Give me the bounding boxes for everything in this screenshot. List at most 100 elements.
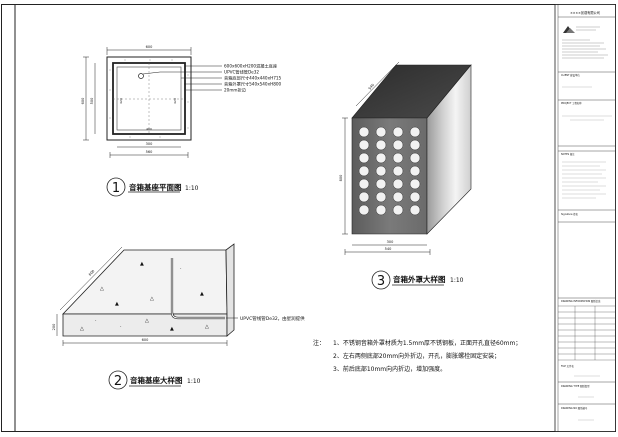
sheet-border [1, 4, 616, 432]
cover-hole [392, 139, 404, 151]
svg-text:·: · [95, 318, 97, 324]
tb-notes-lines [562, 161, 606, 199]
cover-hole [375, 126, 387, 138]
project-label: PROJECT 工程名称 [561, 101, 582, 105]
plan-dim-inner-mid: 420 [119, 98, 123, 104]
cover-title: 音箱外罩大样图 [393, 274, 446, 284]
cover-scale: 1:10 [450, 277, 464, 284]
iso-title-number: 2 [114, 374, 122, 389]
notes-label: NOTES 备注 [561, 152, 575, 156]
cover-hole [409, 204, 421, 216]
iso-right-face [225, 243, 235, 337]
cover-hole [358, 204, 370, 216]
cover-holes [358, 126, 421, 216]
cover-hole [409, 191, 421, 203]
plan-callout-5: 20mm折边 [224, 87, 247, 94]
drawing-info-grid [558, 305, 615, 361]
notes-prefix: 注： [313, 339, 325, 347]
cover-view: 540 800 300 540 3 音箱外罩大样图 1:10 [339, 61, 472, 290]
firm-name: ××××景观有限公司 [570, 10, 600, 15]
iso-pipe-label: UPVC管线管De32，由星润提供 [240, 315, 305, 322]
plan-callout-2: UPVC管线管De32 [224, 69, 259, 76]
cover-title-number: 3 [377, 274, 385, 289]
notes-block: 注： 1、不锈钢音箱外罩材质为1.5mm厚不锈钢板，正面开孔直径60mm； 2、… [313, 339, 521, 373]
cover-hole [375, 152, 387, 164]
iso-scale: 1:10 [187, 378, 201, 385]
svg-text:▲: ▲ [170, 326, 174, 332]
cover-hole [358, 191, 370, 203]
cover-hole [375, 165, 387, 177]
cover-hole [358, 178, 370, 190]
iso-concrete-hatch: ▲ △ · ▲ △ ▲ △ · ▲ △ · △ [80, 261, 209, 332]
plan-dim-top: 600 [146, 45, 153, 49]
svg-text:△: △ [205, 324, 209, 330]
signature-label: Signature 签名 [561, 212, 579, 216]
drawing-type-label: DRAWING TYPE 图纸类型 [561, 384, 590, 388]
plan-outer-square [106, 56, 192, 141]
svg-text:·: · [180, 266, 182, 272]
plan-callout-leaders [142, 65, 222, 91]
cover-hole [358, 139, 370, 151]
iso-pipe-inner [171, 258, 225, 319]
plan-dim-bottom-mid: 300 [146, 142, 153, 146]
drawing-no-label: DRAWING NO 图纸编号 [561, 406, 588, 410]
drawing-info-label: DRAWING INFORMATION 图纸信息 [561, 299, 601, 303]
plan-callout-3: 音箱底部尺寸440x440xH715 [224, 75, 282, 82]
plan-dim-right-mid: 420 [173, 98, 177, 104]
title-block-frame [554, 4, 616, 432]
cover-dim-bottom: 540 [385, 247, 392, 251]
plan-dim-bottom-inner: 400 [146, 127, 152, 131]
cover-hole [375, 178, 387, 190]
cover-dim-height: 800 [339, 175, 343, 182]
iso-dim-depth: 600 [88, 269, 96, 277]
cover-hole [375, 139, 387, 151]
notes-item-2: 2、左右两侧底部20mm向外折边，开孔，膨胀螺栓固定安装； [333, 352, 500, 360]
cover-hole [358, 126, 370, 138]
file-label: FILE 文件名 [561, 364, 574, 368]
svg-text:▲: ▲ [115, 301, 119, 307]
svg-text:△: △ [80, 326, 84, 332]
svg-text:·: · [120, 324, 122, 330]
plan-pipe-circle [138, 73, 144, 79]
cover-hole [358, 165, 370, 177]
cover-dim-top-line [355, 61, 400, 107]
plan-dim-left: 600 [81, 98, 85, 105]
client-label: CLIENT 建设单位 [561, 73, 580, 77]
cover-hole [375, 191, 387, 203]
svg-text:△: △ [150, 296, 154, 302]
plan-callout-4: 音箱外罩尺寸540x540xH800 [224, 81, 282, 88]
plan-dim-bottom: 560 [146, 150, 153, 154]
cover-hole [392, 126, 404, 138]
iso-view: ▲ △ · ▲ △ ▲ △ · ▲ △ · △ 600 200 600 UPVC管线管De32，… [52, 243, 305, 390]
cover-title-circle [371, 270, 391, 290]
svg-text:△: △ [145, 318, 149, 324]
notes-item-3: 3、前后底部10mm向内折边，增加强度。 [333, 365, 446, 373]
plan-title-number: 1 [112, 181, 120, 196]
concrete-hatch [109, 59, 189, 138]
plan-view: 600 600 500 420 420 400 300 560 600x600x… [81, 45, 282, 197]
cover-hole [409, 139, 421, 151]
cover-hole [358, 152, 370, 164]
firm-info-lines [562, 26, 608, 59]
cover-dim-front: 300 [387, 240, 394, 244]
iso-dim-height: 200 [52, 324, 56, 331]
cover-hole [375, 204, 387, 216]
iso-title-circle [108, 370, 128, 390]
plan-title-circle [106, 177, 126, 197]
plan-callout-1: 600x600xH200混凝土底座 [224, 63, 277, 70]
plan-title: 音箱基座平面图 [129, 182, 182, 192]
iso-dim-width: 600 [142, 338, 149, 342]
cover-hole [409, 152, 421, 164]
cover-side-face [426, 64, 472, 235]
iso-title: 音箱基座大样图 [130, 375, 183, 385]
svg-text:▲: ▲ [140, 261, 144, 267]
cover-hole [392, 204, 404, 216]
title-block: ××××景观有限公司 CLIENT 建设单位 PROJECT 工程名称 NOTE… [554, 4, 616, 432]
cover-dim-top: 540 [368, 83, 375, 91]
cover-hole [392, 152, 404, 164]
cover-hole [409, 165, 421, 177]
svg-text:▲: ▲ [200, 291, 204, 297]
notes-item-1: 1、不锈钢音箱外罩材质为1.5mm厚不锈钢板，正面开孔直径60mm； [333, 339, 521, 347]
svg-text:△: △ [100, 286, 104, 292]
iso-dim-depth-line [59, 246, 123, 311]
